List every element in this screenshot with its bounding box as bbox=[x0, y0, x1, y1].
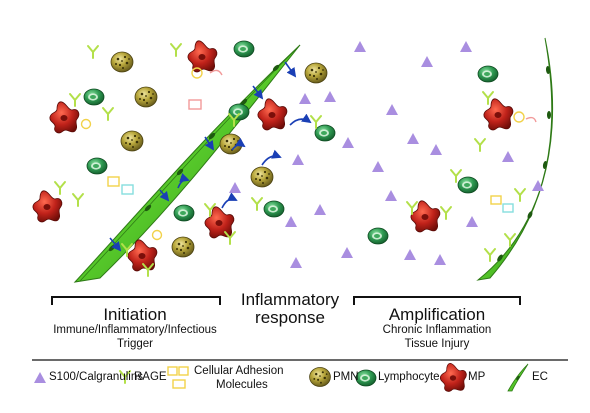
amplification-title: Amplification bbox=[388, 305, 486, 324]
adhesion-legend-icon bbox=[167, 366, 189, 389]
adhesion-molecules bbox=[80, 67, 537, 241]
s100-legend-icon bbox=[34, 372, 46, 383]
migration-arrows bbox=[109, 61, 312, 252]
amplification-subtitle-line2: Tissue Injury bbox=[404, 338, 470, 350]
pmn-legend-icon bbox=[309, 367, 331, 387]
rage-legend-icon bbox=[119, 370, 131, 384]
amplification-bracket bbox=[353, 296, 521, 305]
s100-legend-label: S100/Calgranulins bbox=[49, 371, 143, 383]
pmn-legend-label: PMN bbox=[333, 371, 359, 383]
response-line1: Inflammatory bbox=[240, 290, 340, 309]
endothelium-right bbox=[476, 37, 554, 281]
amplification-subtitle-line1: Chronic Inflammation bbox=[382, 324, 492, 336]
initiation-title: Initiation bbox=[103, 305, 167, 324]
lymphocyte-legend-label: Lymphocyte bbox=[378, 371, 440, 383]
endothelium-left bbox=[73, 44, 301, 283]
lymphocyte-legend-icon bbox=[355, 369, 377, 387]
adhesion-legend-label-line1: Cellular Adhesion bbox=[194, 365, 284, 377]
mp-legend-label: MP bbox=[468, 371, 486, 383]
ec-legend-icon bbox=[507, 363, 529, 392]
initiation-subtitle-line2: Trigger bbox=[117, 338, 153, 350]
ec-legend-label: EC bbox=[532, 371, 548, 383]
adhesion-legend-label-line2: Molecules bbox=[216, 379, 268, 391]
mp-legend-icon bbox=[439, 362, 467, 392]
legend-icons bbox=[34, 362, 529, 392]
initiation-bracket bbox=[51, 296, 221, 305]
rage-legend-label: RAGE bbox=[134, 371, 167, 383]
response-line2: response bbox=[255, 308, 325, 327]
initiation-subtitle-line1: Immune/Inflammatory/Infectious bbox=[53, 324, 217, 336]
stage-brackets bbox=[51, 296, 521, 305]
